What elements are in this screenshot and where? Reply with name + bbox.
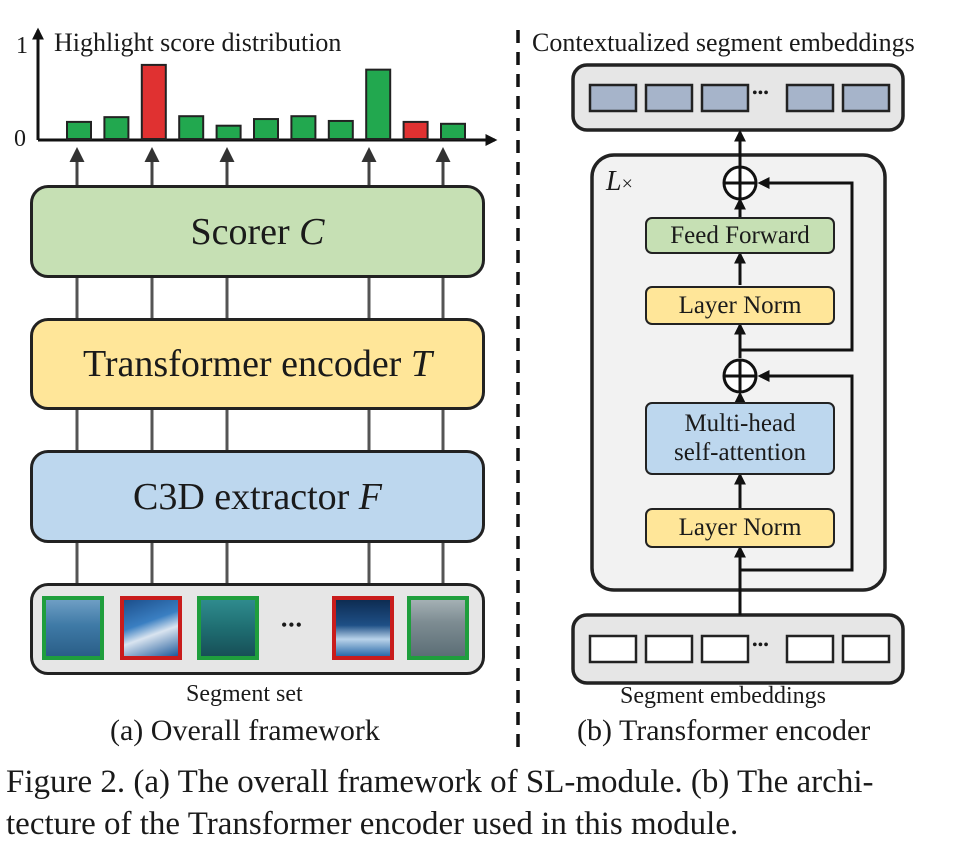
extractor-symbol: F xyxy=(358,475,383,518)
chart-bar-4 xyxy=(215,124,242,140)
layer-norm-top-label: Layer Norm xyxy=(678,291,802,319)
chart-bar-7 xyxy=(327,119,354,140)
layer-norm-bottom-box: Layer Norm xyxy=(645,508,835,548)
chart-title: Highlight score distribution xyxy=(54,28,342,57)
repeat-suffix: × xyxy=(621,173,633,195)
figure-caption-line1: Figure 2. (a) The overall framework of S… xyxy=(6,764,874,800)
subcaption-a: (a) Overall framework xyxy=(110,714,380,747)
repeat-label: L× xyxy=(606,168,633,196)
chart-bar-3 xyxy=(178,115,205,140)
input-ellipsis: ••• xyxy=(752,637,769,654)
output-embeddings-label: Contextualized segment embeddings xyxy=(532,28,915,57)
repeat-symbol: L xyxy=(606,166,622,197)
transformer-encoder-box: Transformer encoder T xyxy=(30,318,485,410)
chart-bars xyxy=(66,63,466,141)
chart-bar-8 xyxy=(365,68,392,140)
segment-set-label: Segment set xyxy=(186,681,303,707)
thumbnail-swimmers-scene xyxy=(197,596,259,660)
chart-bar-0 xyxy=(66,120,92,141)
output-ellipsis: ••• xyxy=(752,85,769,102)
thumbnail-wave-scene-1 xyxy=(42,596,104,660)
axis-label-top: 1 xyxy=(16,33,28,59)
feed-forward-box: Feed Forward xyxy=(645,217,835,254)
encoder-flow-arrows xyxy=(734,129,854,615)
residual-add-bottom xyxy=(722,358,758,394)
chart-bar-9 xyxy=(402,120,429,141)
c3d-extractor-label: C3D extractor xyxy=(132,475,359,518)
score-arrows xyxy=(69,147,451,185)
chart-bar-10 xyxy=(440,122,466,141)
connector-lines xyxy=(75,278,445,583)
multi-head-attention-box: Multi-head self-attention xyxy=(645,402,835,475)
thumbnail-surfer-closeup xyxy=(120,596,182,660)
transformer-encoder-label: Transformer encoder xyxy=(83,343,411,385)
mha-line1: Multi-head xyxy=(684,409,796,437)
scorer-label: Scorer xyxy=(190,210,300,253)
chart-bar-6 xyxy=(290,115,317,140)
layer-norm-top-box: Layer Norm xyxy=(645,286,835,325)
chart-bar-5 xyxy=(253,118,279,141)
chart-bar-1 xyxy=(103,116,130,141)
scorer-symbol: C xyxy=(299,210,325,253)
input-embedding-cells xyxy=(588,634,891,664)
output-embedding-cells xyxy=(588,83,891,113)
c3d-extractor-box: C3D extractor F xyxy=(30,450,485,543)
segment-ellipsis: ••• xyxy=(281,615,303,635)
mha-line2: self-attention xyxy=(674,438,806,466)
feed-forward-label: Feed Forward xyxy=(670,221,810,249)
subcaption-b: (b) Transformer encoder xyxy=(577,714,871,747)
residual-add-top xyxy=(722,165,758,201)
thumbnail-beach-scene xyxy=(407,596,469,660)
transformer-symbol: T xyxy=(410,343,432,385)
layer-norm-bottom-label: Layer Norm xyxy=(678,514,802,541)
scorer-box: Scorer C xyxy=(30,185,485,278)
thumbnail-surfer-aerial xyxy=(332,596,394,660)
figure-caption-line2: tecture of the Transformer encoder used … xyxy=(6,806,739,842)
chart-bar-2 xyxy=(140,63,167,140)
axis-label-bottom: 0 xyxy=(14,126,26,152)
input-embeddings-label: Segment embeddings xyxy=(620,683,826,709)
